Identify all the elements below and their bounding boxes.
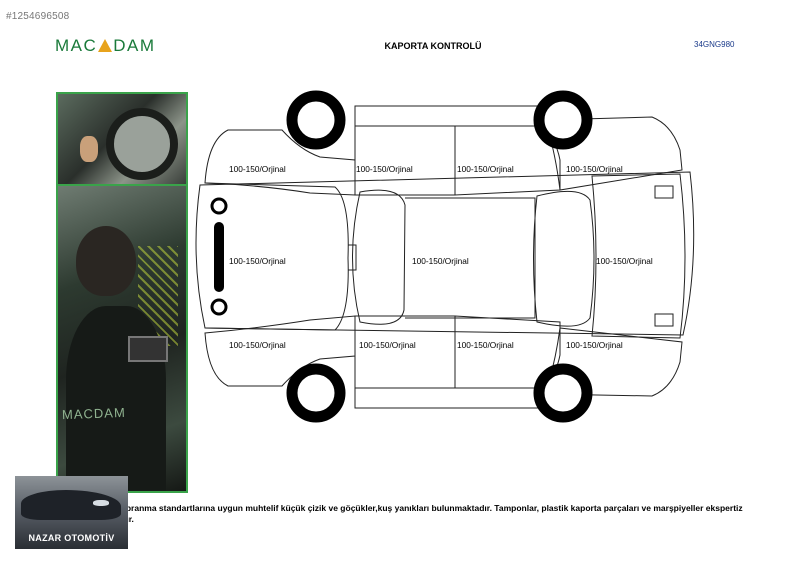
front-bumper <box>210 197 228 316</box>
wheel-inspection-photo <box>58 94 186 186</box>
technician-body-icon <box>66 306 166 491</box>
right-sill-outline <box>354 387 541 409</box>
body-outline <box>195 171 695 336</box>
wheel-rear-right-icon <box>533 363 593 423</box>
right-rear-fender-outline <box>544 327 683 397</box>
wheels <box>286 90 593 423</box>
rear-light-bottom-icon <box>654 313 674 327</box>
roof-outline <box>405 197 536 319</box>
rear-light-top-icon <box>654 185 674 199</box>
label-left-rear-fender: 100-150/Orjinal <box>566 164 623 174</box>
dealer-watermark-badge: NAZAR OTOMOTİV <box>15 476 128 549</box>
rear-window-outline <box>533 190 595 327</box>
inspection-photo-panel: MACDAM <box>56 92 188 493</box>
technician-photo: MACDAM <box>58 186 186 491</box>
left-sill-outline <box>354 105 541 127</box>
page-title: KAPORTA KONTROLÜ <box>384 41 482 51</box>
gauge-tool-icon <box>128 336 168 362</box>
hood-outline <box>204 182 349 331</box>
photo-brand-text: MACDAM <box>61 404 127 423</box>
label-right-rear-fender: 100-150/Orjinal <box>566 340 623 350</box>
label-left-front-door: 100-150/Orjinal <box>356 164 413 174</box>
right-front-fender-outline <box>204 315 356 387</box>
wheel-front-right-icon <box>286 363 346 423</box>
left-mirror-icon <box>348 244 357 271</box>
left-front-fender-outline <box>204 129 356 196</box>
brand-logo-right: DAM <box>113 36 156 55</box>
license-plate: 34GNG980 <box>694 40 735 49</box>
label-right-rear-door: 100-150/Orjinal <box>457 340 514 350</box>
hand-icon <box>80 136 98 162</box>
headlight-bottom-icon <box>210 298 228 316</box>
trunk-outline <box>591 173 686 339</box>
left-front-door-outline <box>354 125 456 196</box>
car-body-diagram: 100-150/Orjinal 100-150/Orjinal 100-150/… <box>195 90 695 423</box>
label-right-front-fender: 100-150/Orjinal <box>229 340 286 350</box>
dealer-name: NAZAR OTOMOTİV <box>28 533 115 543</box>
right-front-door-outline <box>354 315 456 389</box>
badge-headlight-icon <box>93 500 109 506</box>
label-left-rear-door: 100-150/Orjinal <box>457 164 514 174</box>
windshield-outline <box>352 189 406 325</box>
label-left-front-fender: 100-150/Orjinal <box>229 164 286 174</box>
disclaimer-text: Adil Aşınma ve Yıpranma standartlarına u… <box>55 503 743 524</box>
wheel-rear-left-icon <box>533 90 593 150</box>
technician-head-icon <box>76 226 136 296</box>
headlight-top-icon <box>210 197 228 215</box>
grille-icon <box>214 222 224 292</box>
listing-id: #1254696508 <box>6 11 70 22</box>
brand-logo: MAC DAM <box>55 36 156 56</box>
brand-logo-left: MAC <box>55 36 98 55</box>
wheel-front-left-icon <box>286 90 346 150</box>
label-front-hood: 100-150/Orjinal <box>229 256 286 266</box>
label-roof: 100-150/Orjinal <box>412 256 469 266</box>
wheel-icon <box>106 108 178 180</box>
brand-logo-triangle-icon <box>98 39 113 52</box>
label-right-front-door: 100-150/Orjinal <box>359 340 416 350</box>
label-trunk: 100-150/Orjinal <box>596 256 653 266</box>
